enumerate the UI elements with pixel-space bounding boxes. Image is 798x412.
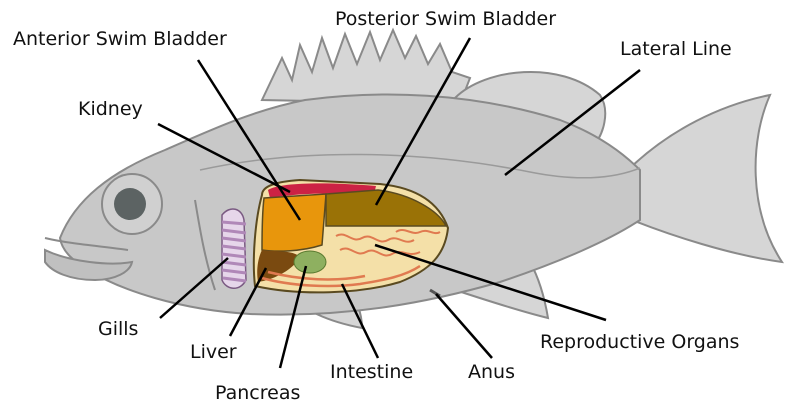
anterior-swim-bladder xyxy=(262,194,326,251)
label-intestine: Intestine xyxy=(330,363,413,382)
pancreas xyxy=(294,251,326,273)
label-anus: Anus xyxy=(468,363,515,382)
label-posterior-swim-bladder: Posterior Swim Bladder xyxy=(335,10,556,29)
label-pancreas: Pancreas xyxy=(215,384,300,403)
label-liver: Liver xyxy=(190,343,237,362)
label-anterior-swim-bladder: Anterior Swim Bladder xyxy=(13,30,227,49)
label-kidney: Kidney xyxy=(78,100,143,119)
leader-anus xyxy=(436,294,492,358)
pupil xyxy=(114,188,146,220)
gills xyxy=(222,209,246,288)
label-reproductive-organs: Reproductive Organs xyxy=(540,333,739,352)
tail-fin xyxy=(630,95,782,262)
label-lateral-line: Lateral Line xyxy=(620,40,732,59)
label-gills: Gills xyxy=(98,320,138,339)
